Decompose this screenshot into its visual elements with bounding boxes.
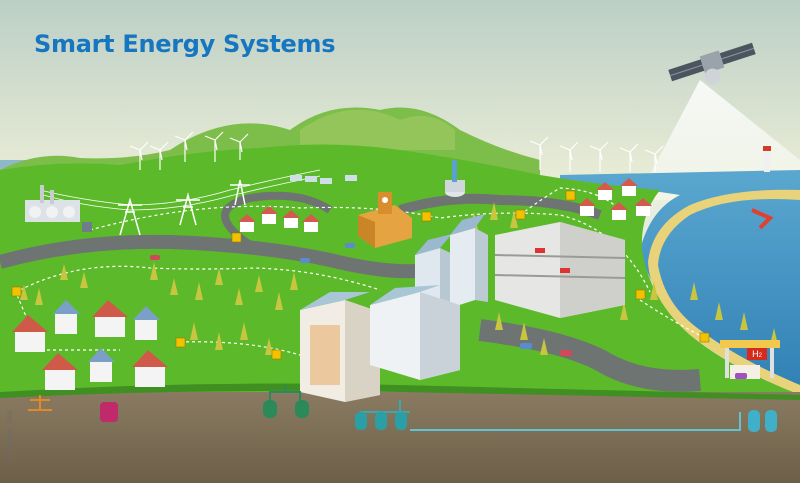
substation-icon (82, 222, 92, 232)
road-east (398, 193, 602, 220)
beach (648, 189, 800, 395)
car-icon (150, 243, 747, 379)
mountain (300, 109, 455, 150)
storage-tank-icon (445, 160, 465, 197)
page-title: Smart Energy Systems (34, 30, 336, 58)
road-loop (221, 191, 333, 249)
house-icon (12, 300, 168, 390)
power-pylon-icon (118, 179, 250, 236)
trees (20, 202, 778, 355)
power-lines (39, 169, 321, 211)
road-main (0, 234, 431, 279)
house-icon (238, 178, 652, 232)
satellite-icon (668, 42, 756, 85)
hydrogen-sign-subscript: 2 (758, 353, 762, 359)
factory-icon (358, 192, 412, 248)
hydrogen-sign-main: H (752, 349, 759, 359)
power-plant (25, 185, 80, 222)
node-icon (11, 190, 710, 360)
soil-edge (0, 383, 800, 400)
lighthouse (763, 146, 771, 172)
underground-storage (28, 385, 777, 432)
solar-field (290, 175, 357, 184)
wind-turbine-icon (129, 131, 664, 172)
credit-text: M. Sánchez, 2006. (8, 408, 14, 460)
hydrogen-sign: H2 (747, 348, 767, 360)
office-complex (300, 285, 460, 402)
boat (751, 208, 774, 230)
parking-garage (494, 222, 626, 318)
